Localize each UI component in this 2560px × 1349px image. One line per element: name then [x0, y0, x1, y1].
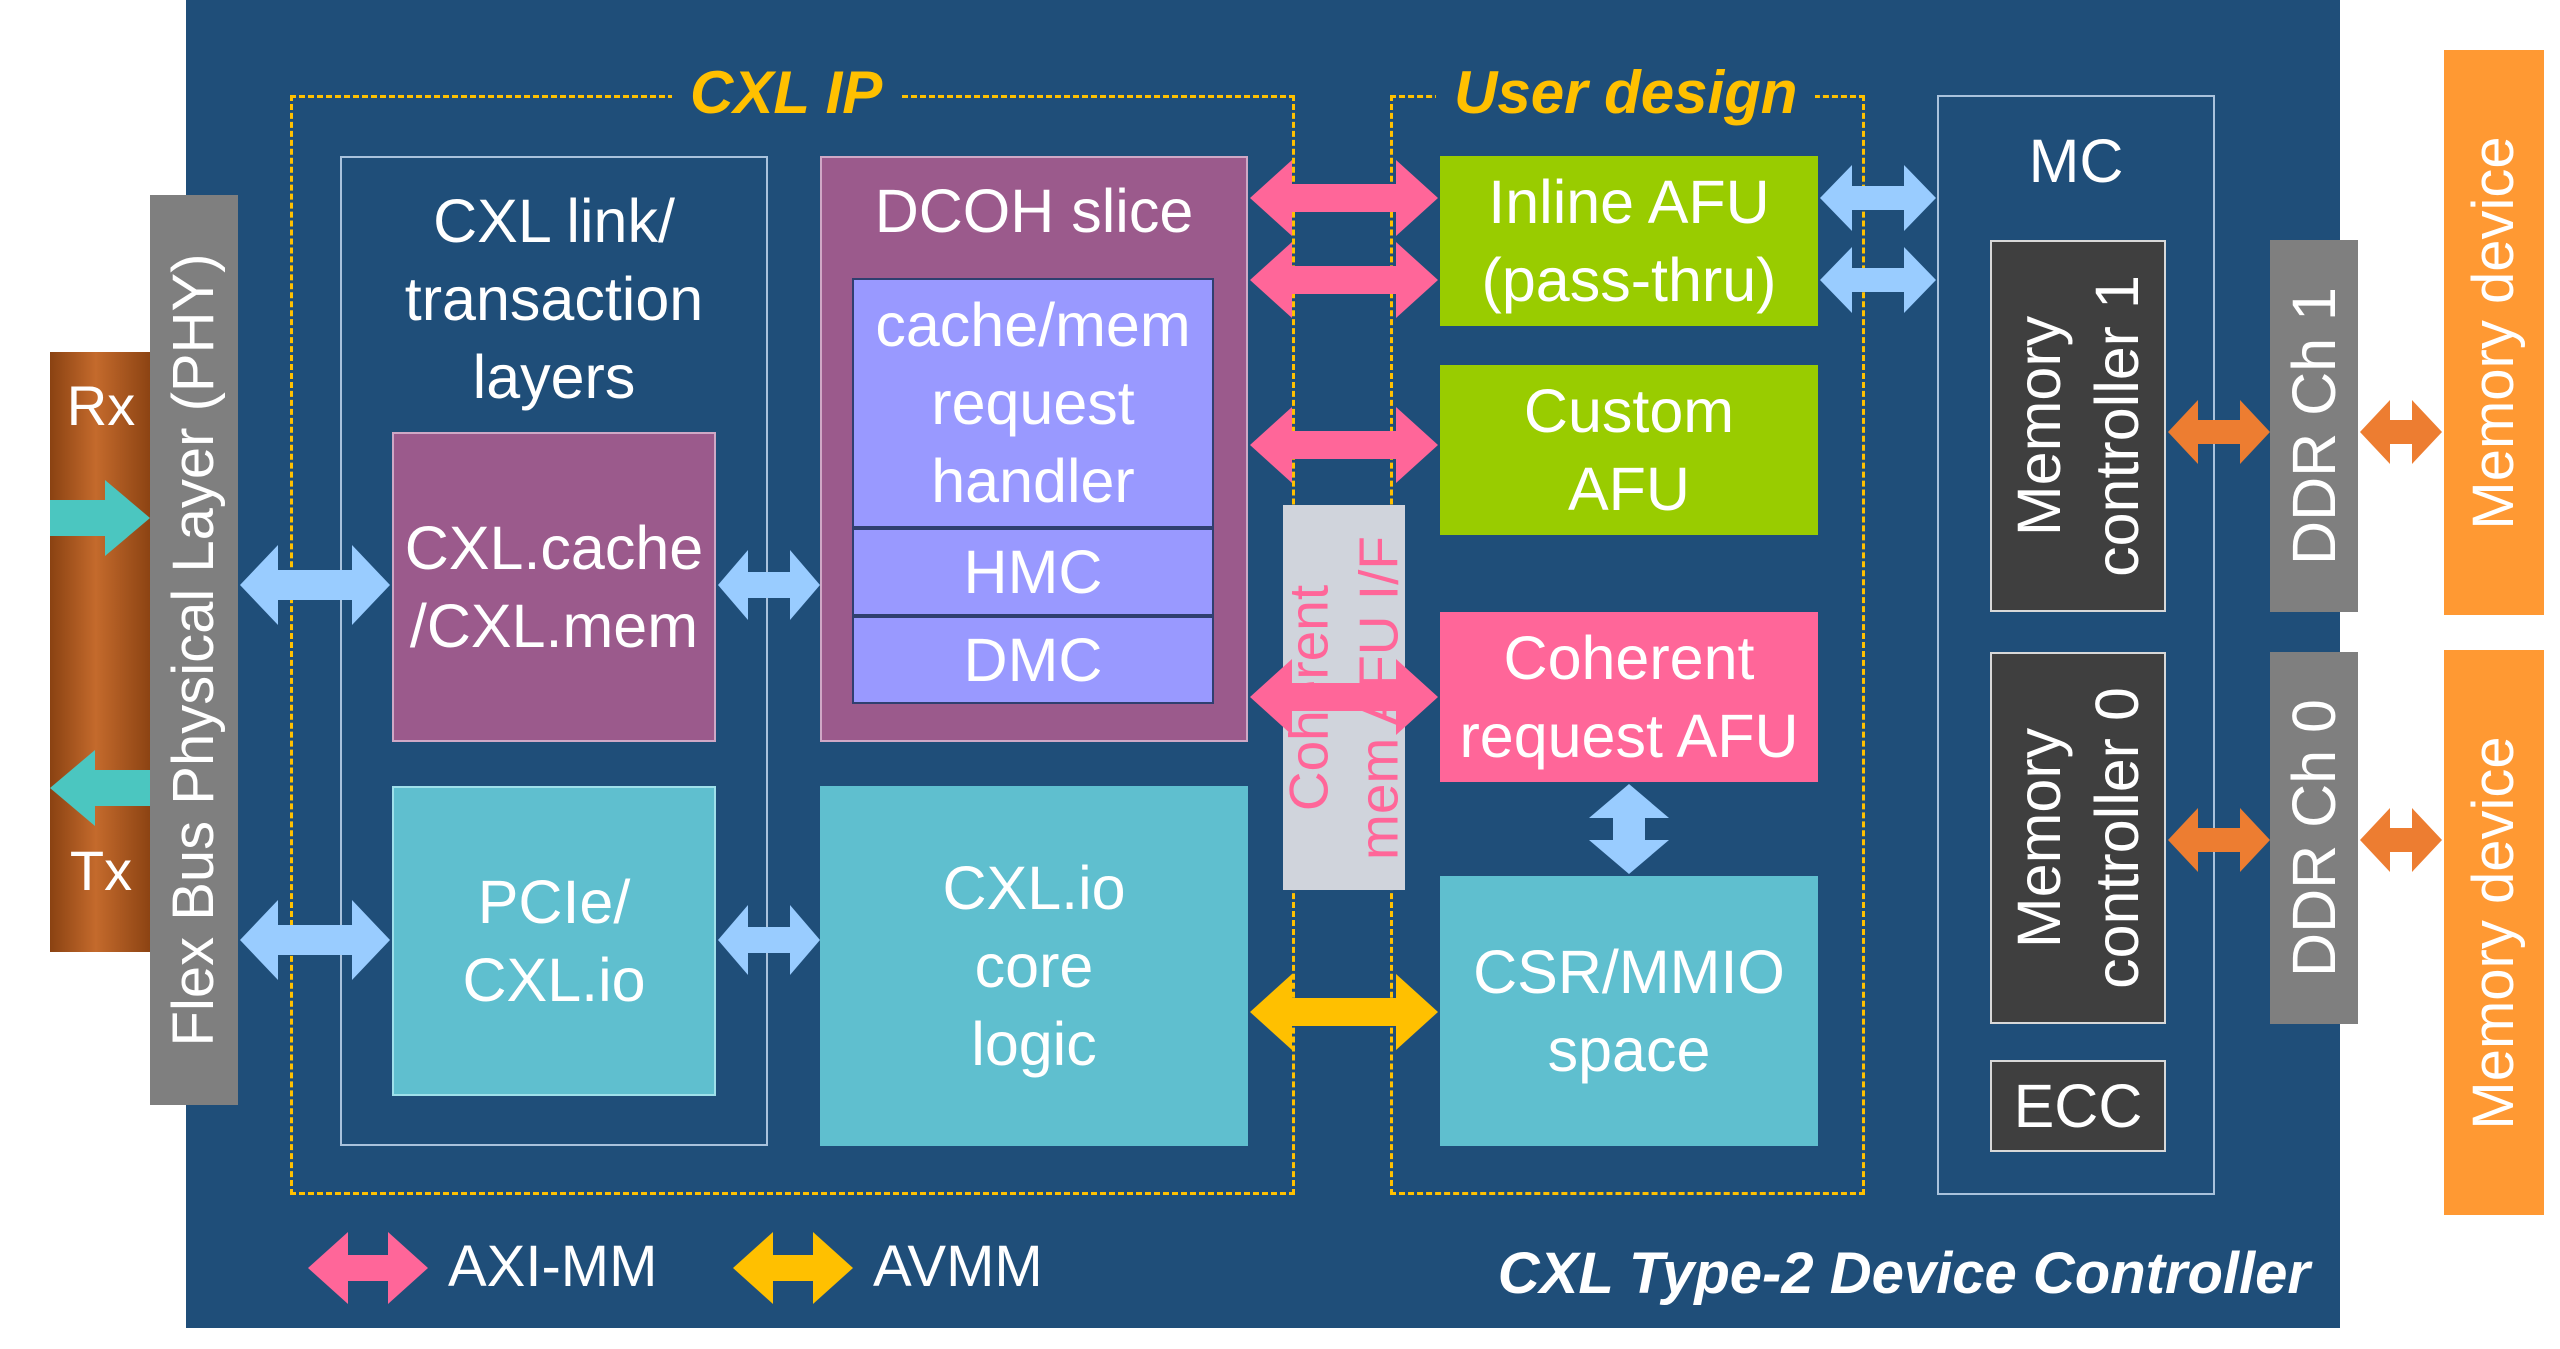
- ecc-block: ECC: [1990, 1060, 2166, 1152]
- ecc-label: ECC: [2013, 1071, 2143, 1140]
- core-csr-arrow: [1250, 974, 1438, 1050]
- cxl-link-layers-box: [340, 156, 768, 1146]
- phy-pcie-arrow: [240, 900, 390, 980]
- dmc-label: DMC: [963, 625, 1103, 694]
- mc1-ddr1-arrow: [2168, 400, 2270, 464]
- ddr1-memdev-arrow: [2360, 400, 2442, 464]
- pcie-core-arrow: [718, 905, 820, 975]
- legend-avmm-arrow: [733, 1232, 853, 1304]
- legend-axi-arrow: [308, 1232, 428, 1304]
- user-design-title: User design: [1436, 58, 1816, 127]
- cache-dcoh-arrow: [718, 550, 820, 620]
- rx-label: Rx: [66, 374, 136, 437]
- custom-afu-label: Custom AFU: [1523, 376, 1735, 523]
- cxl-io-core-label: CXL.io core logic: [942, 853, 1126, 1079]
- memory-controller-0: Memory controller 0: [1990, 652, 2166, 1024]
- cache-mem-handler-label: cache/mem request handler: [875, 290, 1191, 516]
- cxl-link-layers-label: CXL link/ transaction layers: [404, 187, 704, 412]
- tx-label: Tx: [69, 839, 133, 902]
- rx-arrow: [50, 480, 150, 556]
- coherent-request-afu-block: Coherent request AFU: [1440, 612, 1818, 782]
- inline-afu-block: Inline AFU (pass-thru): [1440, 156, 1818, 326]
- tx-arrow: [50, 750, 150, 826]
- hmc-block: HMC: [852, 528, 1214, 616]
- phy-cache-arrow: [240, 545, 390, 625]
- custom-afu-block: Custom AFU: [1440, 365, 1818, 535]
- ddr0-memdev-arrow: [2360, 808, 2442, 872]
- controller-title: CXL Type-2 Device Controller: [1497, 1241, 2310, 1306]
- coherent-request-afu-label: Coherent request AFU: [1459, 623, 1799, 770]
- pcie-cxl-io-label: PCIe/ CXL.io: [462, 867, 646, 1014]
- mc-label: MC: [2028, 127, 2124, 195]
- mc0-ddr0-arrow: [2168, 808, 2270, 872]
- pcie-cxl-io-block: PCIe/ CXL.io: [392, 786, 716, 1096]
- coherent-csr-arrow: [1589, 784, 1669, 874]
- csr-mmio-label: CSR/MMIO space: [1473, 937, 1785, 1084]
- dmc-block: DMC: [852, 616, 1214, 704]
- cxl-cache-mem-label: CXL.cache /CXL.mem: [404, 513, 704, 660]
- dcoh-coherent-arrow: [1250, 659, 1438, 735]
- hmc-label: HMC: [963, 537, 1103, 606]
- memory-device-0: Memory device: [2444, 650, 2544, 1215]
- memory-device-1: Memory device: [2444, 50, 2544, 615]
- cache-mem-handler-block: cache/mem request handler: [852, 278, 1214, 528]
- legend-axi-label: AXI-MM: [448, 1234, 658, 1299]
- inline-mc-arrow-1: [1820, 165, 1936, 231]
- memory-controller-1: Memory controller 1: [1990, 240, 2166, 612]
- cxl-ip-title: CXL IP: [672, 58, 901, 127]
- inline-mc-arrow-2: [1820, 247, 1936, 313]
- inline-afu-label: Inline AFU (pass-thru): [1481, 167, 1777, 314]
- flex-bus-phy: Flex Bus Physical Layer (PHY): [150, 195, 238, 1105]
- legend-avmm-label: AVMM: [873, 1234, 1043, 1299]
- csr-mmio-block: CSR/MMIO space: [1440, 876, 1818, 1146]
- mc-region: [1937, 95, 2215, 1195]
- dcoh-inline-arrow-2: [1250, 242, 1438, 318]
- dcoh-custom-arrow: [1250, 407, 1438, 483]
- dcoh-inline-arrow-1: [1250, 160, 1438, 236]
- ddr-ch-1: DDR Ch 1: [2270, 240, 2358, 612]
- cxl-io-core-block: CXL.io core logic: [820, 786, 1248, 1146]
- rxtx-connector: [50, 352, 152, 952]
- ddr-ch-0: DDR Ch 0: [2270, 652, 2358, 1024]
- cxl-cache-mem-block: CXL.cache /CXL.mem: [392, 432, 716, 742]
- dcoh-slice-label: DCOH slice: [874, 177, 1194, 245]
